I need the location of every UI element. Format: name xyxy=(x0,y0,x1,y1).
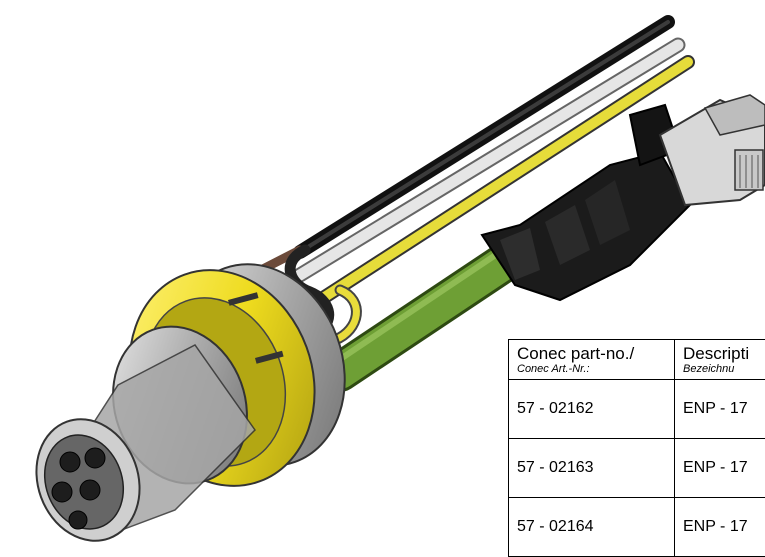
parts-table: Conec part-no./ Conec Art.-Nr.: Descript… xyxy=(508,339,765,557)
table-row: 57 - 02163 ENP - 17 xyxy=(509,439,765,498)
part-no-cell: 57 - 02162 xyxy=(509,380,675,439)
header-description: Descripti Bezeichnu xyxy=(675,340,765,380)
part-no-cell: 57 - 02163 xyxy=(509,439,675,498)
table-header-row: Conec part-no./ Conec Art.-Nr.: Descript… xyxy=(509,340,765,380)
header-part-no-sub: Conec Art.-Nr.: xyxy=(517,363,674,376)
description-cell: ENP - 17 xyxy=(675,380,765,439)
header-description-main: Descripti xyxy=(683,344,765,363)
header-part-no: Conec part-no./ Conec Art.-Nr.: xyxy=(509,340,675,380)
table-row: 57 - 02164 ENP - 17 xyxy=(509,498,765,557)
description-cell: ENP - 17 xyxy=(675,498,765,557)
table-row: 57 - 02162 ENP - 17 xyxy=(509,380,765,439)
part-no-cell: 57 - 02164 xyxy=(509,498,675,557)
header-part-no-main: Conec part-no./ xyxy=(517,344,674,363)
header-description-sub: Bezeichnu xyxy=(683,363,765,376)
description-cell: ENP - 17 xyxy=(675,439,765,498)
